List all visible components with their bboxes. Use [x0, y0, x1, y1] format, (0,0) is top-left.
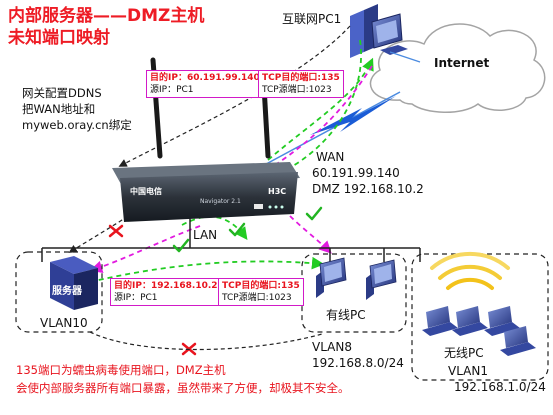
vlan1-name: VLAN1: [448, 364, 488, 378]
packet-top-dest-port: TCP目的端口:135: [262, 73, 340, 83]
packet-top-dest-ip: 目的IP：60.191.99.140: [150, 73, 260, 83]
packet-top-src-port: TCP源端口:1023: [262, 85, 332, 95]
magenta-path-inbound: [255, 65, 373, 178]
lightning-icon: [310, 96, 396, 135]
wan-label: WAN: [316, 150, 345, 164]
internet-pc-icon: [350, 4, 408, 58]
packet-bottom-src-ip: 源IP：PC1: [114, 293, 158, 303]
vlan10-box: [15, 251, 103, 333]
ddns-note-line2: 把WAN地址和: [22, 102, 96, 116]
diagram-title: 内部服务器——DMZ主机: [8, 6, 205, 26]
packet-bottom-port-box: TCP目的端口:135 TCP源端口:1023: [218, 278, 304, 306]
bottom-note-line1: 135端口为蠕虫病毒使用端口，DMZ主机: [16, 363, 226, 377]
vlan8-subnet: 192.168.8.0/24: [312, 356, 404, 370]
green-check-mark: [172, 206, 323, 253]
bottom-note-line2: 会使内部服务器所有端口暴露，虽然带来了方便，却极其不安全。: [16, 381, 350, 395]
packet-bottom-dest-ip: 目的IP：192.168.10.2: [114, 281, 218, 291]
diagram-subtitle: 未知端口映射: [8, 28, 110, 48]
server-icon: [50, 256, 98, 310]
router-model-text: Navigator 2.1: [200, 198, 241, 205]
green-path-inbound: [279, 39, 362, 174]
internet-pc-label: 互联网PC1: [282, 12, 342, 26]
server-label: 服务器: [52, 286, 82, 297]
internet-label: Internet: [434, 56, 490, 70]
wireless-signal-icon: [430, 251, 510, 290]
wan-link-line: [254, 91, 401, 171]
wired-pc-label: 有线PC: [326, 308, 366, 322]
vlan1-subnet: 192.168.1.0/24: [454, 380, 546, 394]
wireless-laptop-icon: [422, 306, 536, 356]
internet-cloud-icon: [369, 23, 546, 113]
ddns-forward-line: [68, 177, 179, 253]
wireless-pc-label: 无线PC: [444, 346, 484, 360]
lan-label: LAN: [193, 228, 218, 242]
red-x-mark: [108, 224, 124, 238]
ddns-note-line3: myweb.oray.cn绑定: [22, 118, 132, 132]
green-path-server: [89, 256, 325, 283]
ddns-query-line: [118, 25, 351, 167]
wired-pc-icon: [316, 257, 397, 300]
magenta-path-to-server: [89, 225, 201, 274]
router-vendor-logo: H3C: [268, 187, 287, 196]
packet-bottom-src-port: TCP源端口:1023: [222, 293, 292, 303]
green-path-lan: [181, 215, 248, 241]
router-brand: 中国电信: [130, 187, 162, 196]
packet-top-ip-box: 目的IP：60.191.99.140 源IP：PC1: [146, 70, 264, 98]
vlan8-name: VLAN8: [312, 340, 352, 354]
ddns-note-line1: 网关配置DDNS: [22, 86, 102, 100]
vlan10-label: VLAN10: [40, 316, 88, 330]
green-path-outbound: [267, 57, 374, 161]
packet-top-src-ip: 源IP：PC1: [150, 85, 194, 95]
packet-bottom-ip-box: 目的IP：192.168.10.2 源IP：PC1: [110, 278, 222, 306]
packet-bottom-dest-port: TCP目的端口:135: [222, 281, 300, 291]
wan-ip-label: 60.191.99.140: [312, 166, 400, 180]
magenta-path-wired: [289, 215, 332, 254]
packet-top-port-box: TCP目的端口:135 TCP源端口:1023: [258, 70, 344, 98]
dmz-ip-label: DMZ 192.168.10.2: [312, 182, 424, 196]
